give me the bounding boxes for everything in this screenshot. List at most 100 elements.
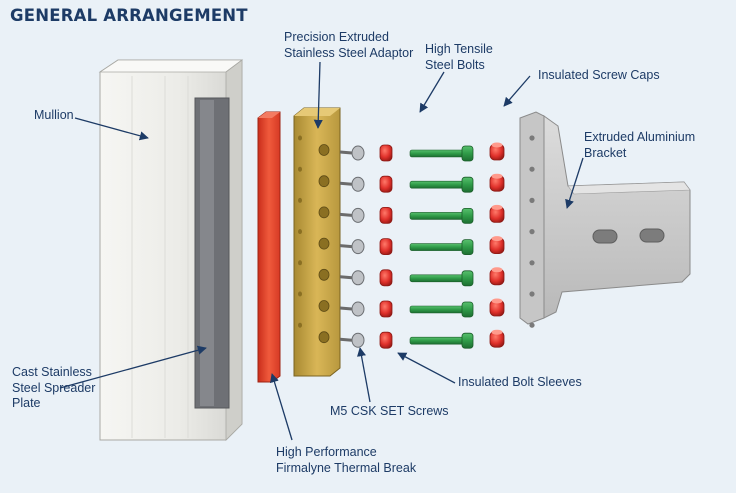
label-mullion: Mullion — [34, 108, 74, 122]
adaptor-hole — [318, 300, 330, 312]
adaptor-hole — [298, 166, 302, 172]
adaptor-hole — [298, 260, 302, 266]
adaptor-hole — [318, 175, 330, 188]
thermal-break — [257, 111, 281, 383]
label-spreader-line1: Cast Stainless — [12, 365, 92, 379]
leader-bolts — [419, 71, 445, 113]
label-bracket-line2: Bracket — [584, 145, 627, 160]
bolt-shank — [409, 180, 465, 189]
label-spreader-line3: Plate — [12, 396, 41, 410]
label-thermal-line2: Firmalyne Thermal Break — [276, 460, 417, 475]
label-adaptor: Precision Extruded Stainless Steel Adapt… — [284, 30, 413, 61]
adaptor-hole — [298, 197, 302, 203]
steel-adaptor — [293, 107, 341, 377]
leader-caps — [503, 75, 531, 107]
label-spreader-line2: Steel Spreader — [12, 380, 96, 395]
set-screw-shank — [339, 181, 353, 186]
fixing-row — [339, 173, 505, 193]
adaptor-hole — [318, 237, 330, 250]
leader-spreader — [59, 345, 207, 389]
fixing-row — [339, 204, 505, 224]
screw-cap-top — [491, 298, 503, 304]
screw-cap-top — [491, 267, 503, 273]
bolt-shank — [409, 243, 465, 251]
bracket-hole — [529, 322, 535, 328]
label-bracket-line1: Extruded Aluminium — [584, 130, 696, 144]
adaptor-hole — [318, 144, 330, 156]
set-screw-shank — [339, 244, 353, 249]
fixing-set — [339, 142, 505, 349]
label-set-screws: M5 CSK SET Screws — [330, 404, 449, 418]
bolt-head — [461, 301, 474, 318]
screw-cap-top — [491, 204, 503, 210]
adaptor-hole — [298, 135, 302, 141]
screw-cap-top — [491, 142, 503, 148]
set-screw-shank — [339, 212, 353, 217]
bolt-sleeve — [379, 238, 393, 256]
screw-cap-top — [491, 236, 503, 242]
bracket-hole — [529, 260, 535, 266]
aluminium-bracket — [519, 111, 691, 328]
label-adaptor-line2: Stainless Steel Adaptor — [284, 45, 414, 60]
bolt-sleeve — [379, 206, 393, 224]
label-spreader: Cast Stainless Steel Spreader Plate — [12, 365, 95, 412]
bolt-head — [461, 145, 474, 162]
set-screw-head — [351, 270, 365, 286]
label-bolts-line2: Steel Bolts — [425, 57, 485, 72]
label-bolt-sleeves: Insulated Bolt Sleeves — [458, 375, 582, 389]
bolt-shank — [409, 212, 465, 220]
fixing-row — [339, 298, 505, 318]
label-bolts-line1: High Tensile — [425, 42, 493, 56]
bracket-hole — [529, 291, 535, 297]
page-title: GENERAL ARRANGEMENT — [10, 6, 248, 25]
set-screw-shank — [339, 275, 353, 280]
set-screw-head — [351, 176, 365, 192]
fixing-row — [339, 236, 505, 256]
bolt-sleeve — [379, 144, 393, 162]
bolt-sleeve — [379, 300, 393, 318]
bracket-hole — [529, 166, 535, 172]
leader-sleeves — [397, 352, 456, 384]
bolt-shank — [409, 336, 465, 345]
set-screw-shank — [339, 306, 353, 311]
leader-lines — [59, 61, 584, 441]
bolt-head — [461, 239, 474, 256]
set-screw-head — [351, 301, 365, 317]
set-screw-head — [351, 239, 365, 255]
bolt-head — [461, 332, 474, 349]
set-screw-head — [351, 145, 365, 161]
label-thermal-break: High Performance Firmalyne Thermal Break — [276, 445, 416, 476]
bolt-sleeve — [379, 331, 393, 349]
bracket-hole — [529, 229, 535, 235]
bolt-sleeve — [379, 269, 393, 287]
screw-cap-top — [491, 173, 503, 179]
adaptor-hole — [298, 229, 302, 235]
adaptor-hole — [298, 322, 302, 328]
label-thermal-line1: High Performance — [276, 445, 377, 459]
adaptor-hole — [318, 331, 330, 344]
bolt-sleeve — [379, 175, 393, 193]
bolt-shank — [409, 274, 465, 283]
set-screw-head — [351, 332, 365, 348]
bolt-head — [461, 176, 474, 193]
adaptor-hole — [318, 206, 330, 219]
leader-thermal — [270, 373, 293, 441]
bolt-head — [461, 270, 474, 287]
screw-cap-top — [491, 329, 503, 335]
label-screw-caps: Insulated Screw Caps — [538, 68, 660, 82]
adaptor-hole — [298, 291, 302, 297]
mullion — [98, 59, 244, 441]
bolt-shank — [409, 149, 465, 158]
label-bolts: High Tensile Steel Bolts — [425, 42, 493, 73]
leader-mullion — [74, 117, 149, 141]
bracket-hole — [529, 197, 535, 203]
leader-bracket — [565, 157, 584, 209]
bolt-head — [461, 207, 474, 224]
fixing-row — [339, 329, 505, 349]
set-screw-head — [351, 207, 365, 223]
leader-adaptor — [313, 61, 323, 129]
set-screw-shank — [339, 150, 353, 155]
set-screw-shank — [339, 337, 353, 342]
leader-screws — [357, 347, 371, 403]
